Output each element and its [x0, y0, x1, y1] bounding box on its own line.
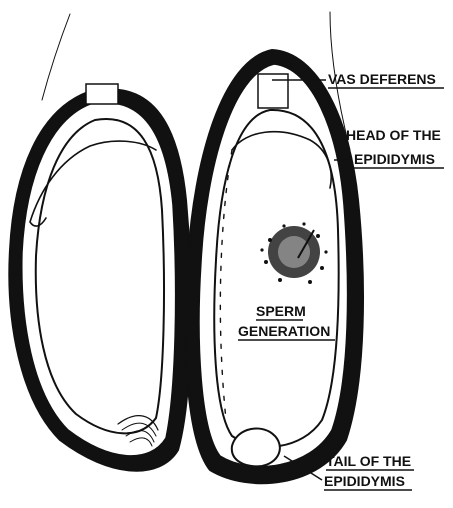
outer-skin-outline-left: [42, 14, 70, 100]
right-testis: [186, 50, 363, 483]
label-vas-deferens: VAS DEFERENS: [328, 71, 436, 87]
right-vas-deferens-entry: [258, 74, 288, 108]
right-testis-body: [214, 110, 338, 447]
label-head-of-epididymis-line1: HEAD OF THE: [346, 127, 441, 143]
label-sperm-line2: GENERATION: [238, 323, 330, 339]
left-testis: [9, 84, 190, 471]
label-tail-of-epididymis-line1: TAIL OF THE: [326, 453, 411, 469]
label-tail-of-epididymis-line2: EPIDIDYMIS: [324, 473, 405, 489]
label-sperm-line1: SPERM: [256, 303, 306, 319]
right-epididymis-tail: [232, 428, 280, 466]
left-vas-deferens-entry: [86, 84, 118, 104]
label-head-of-epididymis-line2: EPIDIDYMIS: [354, 151, 435, 167]
